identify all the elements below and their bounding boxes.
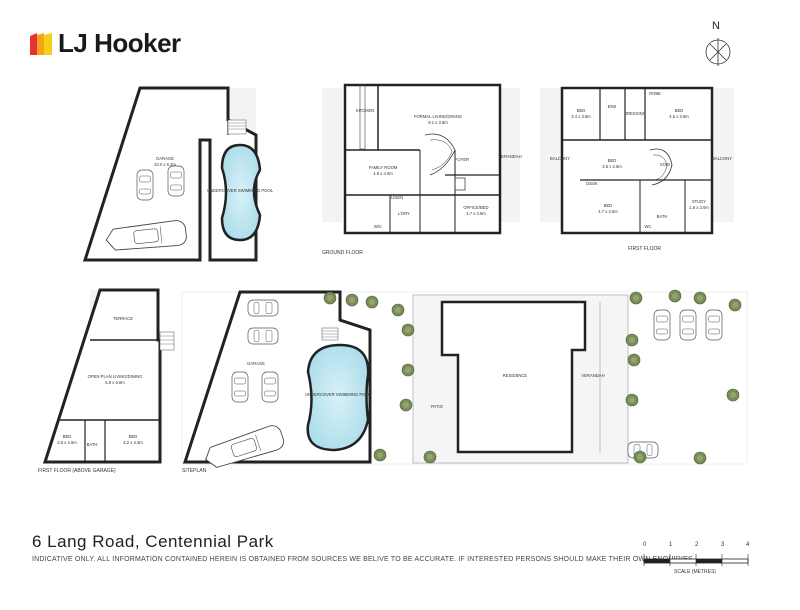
ff-balcony-right: BALCONY [712,156,732,161]
ff-void: VOID [660,162,670,167]
ff-bed3-dim: 3.6 x 2.6m [602,164,622,169]
gf-foyer: FOYER [455,157,469,162]
scale-tick-3: 3 [721,542,725,548]
gf-office-dim: 4.7 x 3.6m [466,211,486,216]
scale-bar: 0 1 2 3 4 SCALE (METRES) [640,542,750,582]
ag-bath: BATH [87,442,98,447]
gf-kitchen: KITCHEN [356,108,374,113]
ff-caption: FIRST FLOOR [628,246,661,252]
gf-ldry: L'DRY [398,211,410,216]
brand-name: LJ Hooker [58,28,181,58]
ag-terrace: TERRACE [113,316,133,321]
ground-floor-plan: KITCHEN FORMAL LIVING/DINING 9.1 x 3.8m … [322,83,522,256]
disclaimer: INDICATIVE ONLY. ALL INFORMATION CONTAIN… [32,556,696,563]
ff-robe: ROBE [649,91,661,96]
scale-tick-4: 4 [746,542,750,548]
ff-bed3: BED [608,158,617,163]
ag-bed1-dim: 3.6 x 4.5m [57,440,77,445]
sp-residence: RESIDENCE [503,373,528,378]
gf-family-dim: 4.6 x 4.0m [373,171,393,176]
sp-patio: PATIO [431,404,444,409]
garage-plan: GARAGE 10.0 x 6.3m UNDERCOVER SWIMMING P… [82,86,274,262]
gf-formal-dim: 9.1 x 3.8m [428,120,448,125]
garage-label: GARAGE [156,156,174,161]
gf-linen: LINEN [391,195,403,200]
gf-formal: FORMAL LIVING/DINING [414,114,462,119]
siteplan: GARAGE UNDERCOVER SWIMMING POOL PATIO RE… [181,289,748,474]
floor-plans: GARAGE 10.0 x 6.3m UNDERCOVER SWIMMING P… [38,83,748,474]
north-label: N [712,20,720,32]
ag-bed2-dim: 4.2 x 4.3m [123,440,143,445]
ff-study-dim: 1.8 x 3.0m [689,205,709,210]
sp-pool: UNDERCOVER SWIMMING POOL [305,392,372,397]
ff-balcony-left: BALCONY [550,156,570,161]
gf-verandah: VERANDAH [498,154,521,159]
first-floor-plan: BED 3.4 x 3.8m ENS DRESSING BED 4.5 x 3.… [540,86,734,252]
sp-garage: GARAGE [247,361,265,366]
brand-mark-icon [30,32,52,55]
scale-tick-2: 2 [695,542,699,548]
scale-tick-0: 0 [643,542,647,548]
pool-label: UNDERCOVER SWIMMING POOL [207,188,274,193]
scale-caption: SCALE (METRES) [674,569,716,575]
gf-office: OFFICE/BED [463,205,488,210]
ff-bed2: BED [675,108,684,113]
ff-bed1-dim: 3.4 x 3.8m [571,114,591,119]
ff-dressing: DRESSING [624,111,646,116]
ag-open-plan-dim: 5.8 x 6.8m [105,380,125,385]
sp-verandah: VERANDAH [581,373,604,378]
ff-bed2-dim: 4.5 x 3.8m [669,114,689,119]
north-compass-icon: N [700,20,744,72]
ff-bed4: BED [604,203,613,208]
ff-bed1: BED [577,108,586,113]
ff-study: STUDY [692,199,706,204]
gf-wc: W/C [374,224,382,229]
gf-family: FAMILY ROOM [369,165,398,170]
ff-bed4-dim: 4.7 x 3.6m [598,209,618,214]
property-address: 6 Lang Road, Centennial Park [32,532,274,551]
gf-caption: GROUND FLOOR [322,250,363,256]
ag-open-plan: OPEN PLAN LIVING/DINING [88,374,143,379]
scale-tick-1: 1 [669,542,673,548]
above-garage-plan: TERRACE OPEN PLAN LIVING/DINING 5.8 x 6.… [38,288,175,474]
ag-bed1: BED [63,434,72,439]
ag-caption: FIRST FLOOR (ABOVE GARAGE) [38,468,116,474]
ag-bed2: BED [129,434,138,439]
ff-bath: BATH [657,214,668,219]
garage-dim: 10.0 x 6.3m [154,162,176,167]
ff-desk: DESK [586,181,598,186]
ff-wc: WC [645,224,652,229]
ff-ens: ENS [608,104,617,109]
lj-hooker-logo: LJ Hooker [30,28,181,59]
sp-caption: SITEPLAN [182,468,207,474]
